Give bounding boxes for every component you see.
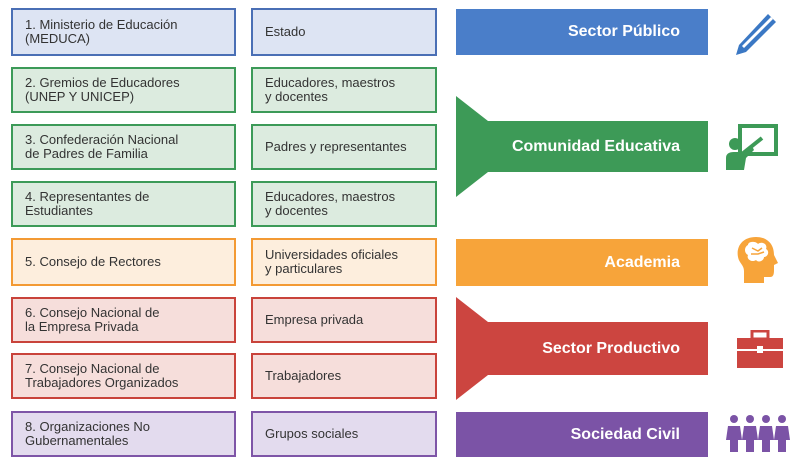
member-label: 7. Consejo Nacional de Trabajadores Orga… — [25, 361, 179, 390]
pencil-icon — [736, 14, 776, 55]
brain-head-icon — [737, 237, 778, 283]
briefcase-icon — [737, 330, 783, 368]
group-box-7: Trabajadores — [251, 353, 437, 399]
group-label: Estado — [265, 24, 306, 39]
sector-productivo-bar: Sector Productivo — [488, 322, 708, 375]
group-box-2: Educadores, maestros y docentes — [251, 67, 437, 113]
sector-publico-bar: Sector Público — [456, 9, 708, 55]
member-label: 5. Consejo de Rectores — [25, 254, 161, 269]
sector-label: Sector Productivo — [542, 339, 680, 357]
member-box-2: 2. Gremios de Educadores (UNEP Y UNICEP) — [11, 67, 236, 113]
member-box-4: 4. Representantes de Estudiantes — [11, 181, 236, 227]
member-label: 4. Representantes de Estudiantes — [25, 189, 150, 218]
member-label: 1. Ministerio de Educación (MEDUCA) — [25, 17, 178, 46]
group-label: Educadores, maestros y docentes — [265, 75, 396, 104]
group-label: Padres y representantes — [265, 139, 407, 154]
member-label: 8. Organizaciones No Gubernamentales — [25, 419, 151, 448]
sociedad-civil-bar: Sociedad Civil — [456, 412, 708, 457]
teacher-board-icon — [726, 124, 778, 170]
comunidad-educativa-bar: Comunidad Educativa — [488, 121, 708, 172]
group-box-4: Educadores, maestros y docentes — [251, 181, 437, 227]
people-group-icon — [726, 415, 790, 452]
academia-bar: Academia — [456, 239, 708, 286]
group-box-3: Padres y representantes — [251, 124, 437, 170]
member-label: 6. Consejo Nacional de la Empresa Privad… — [25, 305, 160, 334]
sector-label: Sociedad Civil — [570, 425, 680, 443]
member-box-8: 8. Organizaciones No Gubernamentales — [11, 411, 236, 457]
sector-label: Academia — [604, 253, 680, 271]
group-box-6: Empresa privada — [251, 297, 437, 343]
sector-label: Sector Público — [567, 23, 680, 40]
member-box-5: 5. Consejo de Rectores — [11, 238, 236, 286]
group-box-8: Grupos sociales — [251, 411, 437, 457]
group-label: Educadores, maestros y docentes — [265, 189, 396, 218]
sector-label: Comunidad Educativa — [511, 137, 680, 155]
group-label: Grupos sociales — [265, 426, 359, 441]
member-box-6: 6. Consejo Nacional de la Empresa Privad… — [11, 297, 236, 343]
member-box-7: 7. Consejo Nacional de Trabajadores Orga… — [11, 353, 236, 399]
group-label: Trabajadores — [265, 368, 342, 383]
member-label: 3. Confederación Nacional de Padres de F… — [25, 132, 179, 161]
group-box-5: Universidades oficiales y particulares — [251, 238, 437, 286]
member-label: 2. Gremios de Educadores (UNEP Y UNICEP) — [25, 75, 180, 104]
member-box-1: 1. Ministerio de Educación (MEDUCA) — [11, 8, 236, 56]
group-label: Empresa privada — [265, 312, 364, 327]
member-box-3: 3. Confederación Nacional de Padres de F… — [11, 124, 236, 170]
group-box-1: Estado — [251, 8, 437, 56]
group-label: Universidades oficiales y particulares — [265, 247, 398, 276]
